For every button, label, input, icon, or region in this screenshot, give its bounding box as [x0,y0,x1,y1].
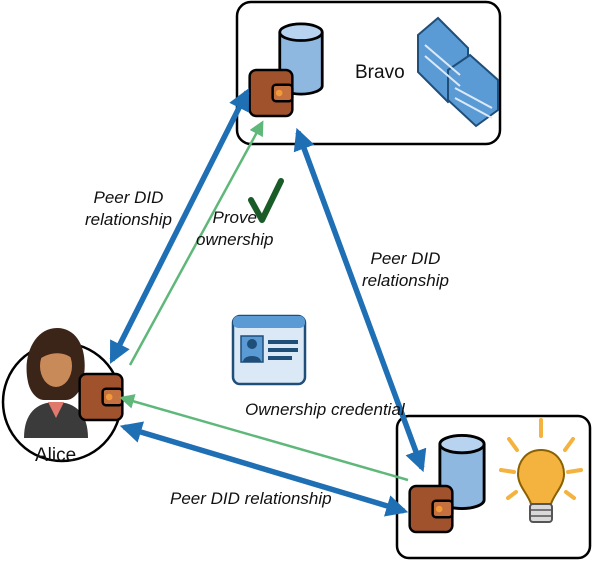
peer-arrow-alice-thing [119,421,409,517]
alice-wallet-icon [78,372,124,422]
id-card-icon [231,314,307,386]
alice-thing-relationship-label: Peer DID relationship [170,489,332,508]
thing-wallet-icon [408,484,454,534]
prove-ownership-arrow [128,120,264,366]
label-line: Peer DID [93,188,164,207]
alice-label: Alice [35,445,77,466]
bravo-wallet-icon [248,68,294,118]
bravo-thing-relationship-label: Peer DID relationship [362,248,449,292]
peer-arrow-alice-bravo [109,88,250,364]
bravo-label: Bravo [355,62,405,83]
label-line: Peer DID [370,249,441,268]
label-line: relationship [362,271,449,290]
peer-arrow-bravo-thing [293,127,427,473]
thing-node [395,414,592,560]
label-line: ownership [196,230,274,249]
label-line: relationship [85,210,172,229]
alice-bravo-relationship-label: Peer DID relationship [85,187,172,231]
lightbulb-icon [499,418,583,523]
ownership-credential-label: Ownership credential [245,400,405,419]
prove-ownership-label: Prove ownership [196,207,274,251]
credential-arrow [119,394,409,482]
bravo-node [235,0,502,146]
building-icon [417,16,499,128]
alice-node [1,328,124,463]
alice-avatar-icon [24,328,88,438]
label-line: Prove [212,208,257,227]
check-icon [248,178,284,223]
